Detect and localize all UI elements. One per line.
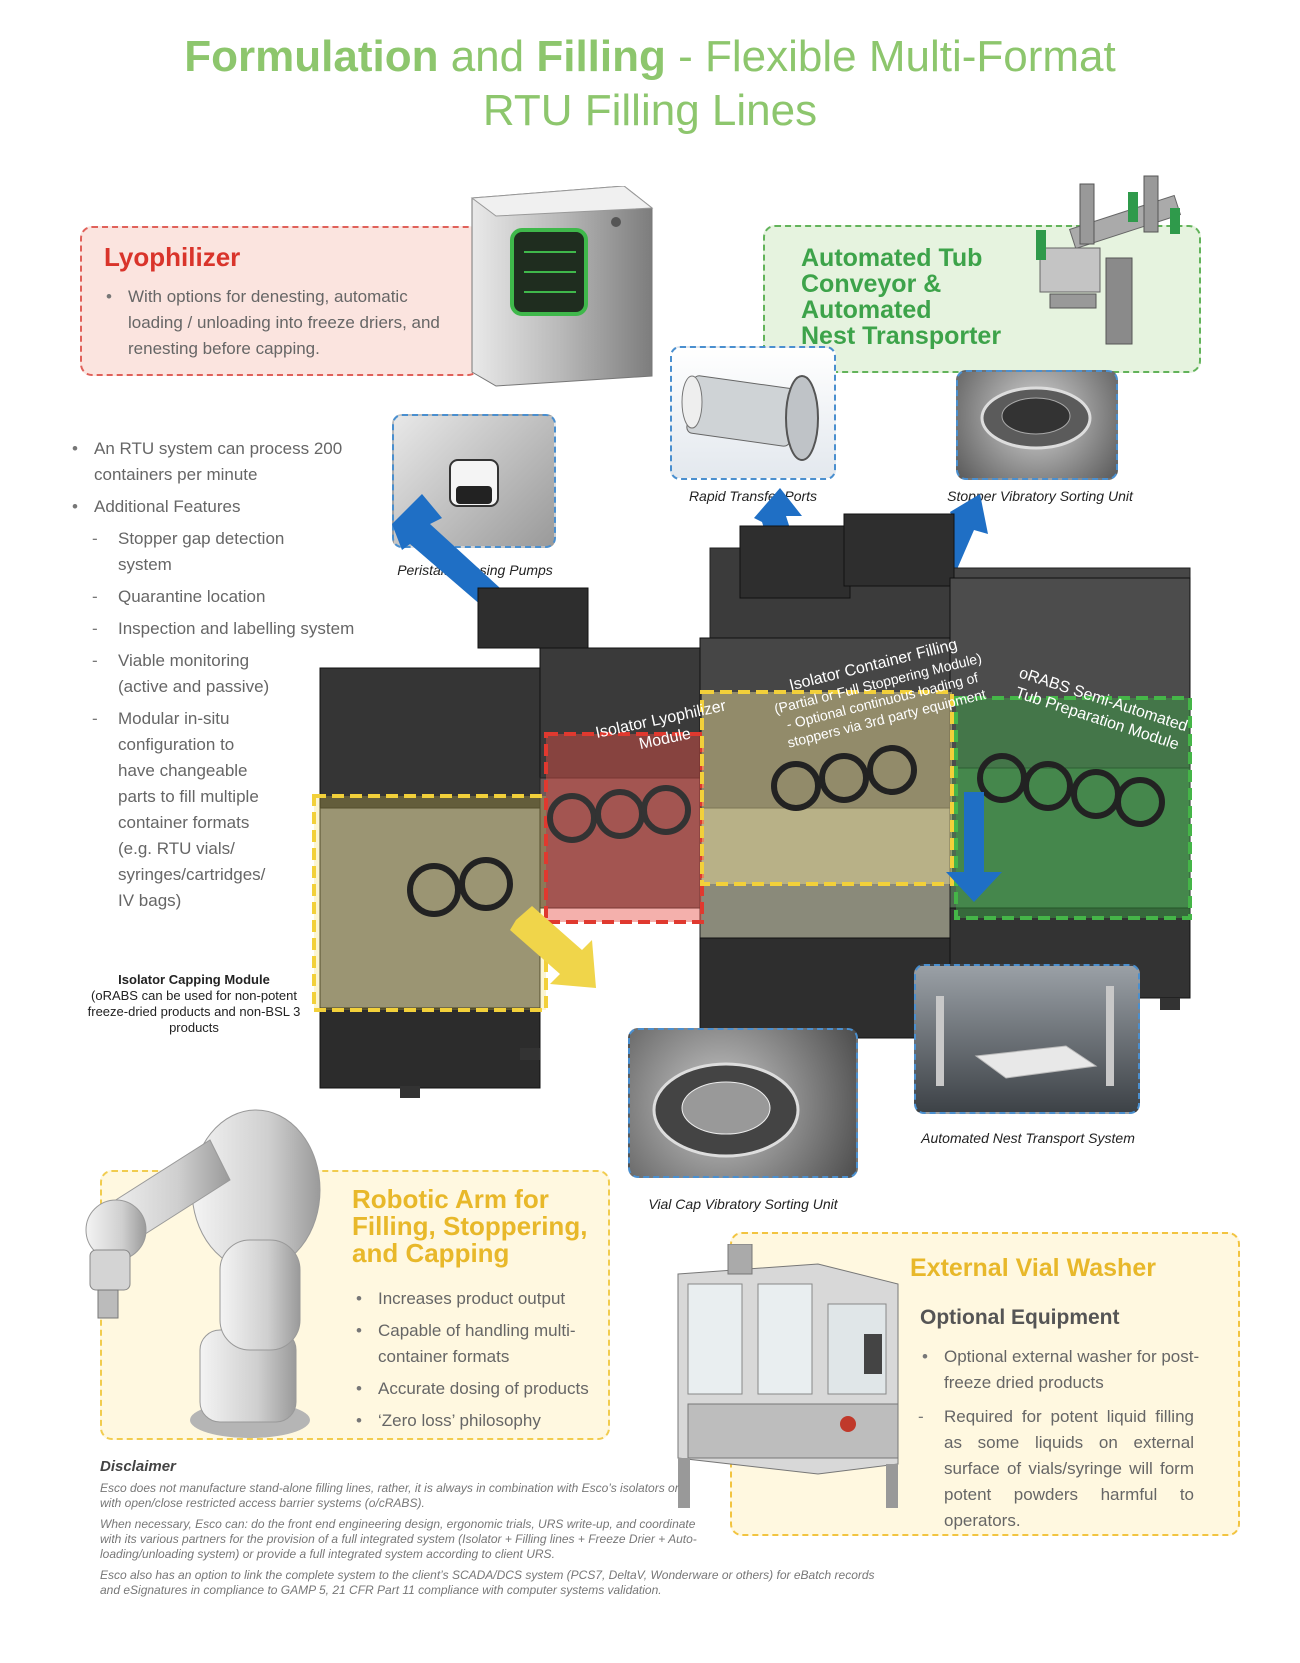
washer-subheading: Optional Equipment bbox=[920, 1306, 1120, 1329]
feature-throughput: An RTU system can process 200 containers… bbox=[68, 436, 368, 488]
capping-module-caption: Isolator Capping Module (oRABS can be us… bbox=[76, 972, 312, 1036]
robot-bullet-output: Increases product output bbox=[352, 1286, 592, 1312]
robot-line1: Robotic Arm for bbox=[352, 1184, 549, 1214]
tub-line4: Nest Transporter bbox=[801, 322, 1002, 350]
title-filling: Filling bbox=[536, 32, 666, 81]
feature-quarantine: Quarantine location bbox=[68, 584, 328, 610]
capping-title: Isolator Capping Module bbox=[118, 972, 270, 987]
caption-nest: Automated Nest Transport System bbox=[921, 1130, 1135, 1146]
tub-line2: Conveyor & bbox=[801, 270, 942, 298]
feature-additional: Additional Features bbox=[68, 494, 368, 520]
feature-viable-monitoring: Viable monitoring (active and passive) bbox=[68, 648, 278, 700]
filling-line-machine-illustration bbox=[312, 488, 1192, 1098]
vibratory-bowl-icon bbox=[980, 386, 1092, 450]
disclaimer: Disclaimer Esco does not manufacture sta… bbox=[100, 1458, 880, 1604]
pump-icon bbox=[449, 459, 499, 507]
feature-stopper-gap: Stopper gap detection system bbox=[68, 526, 328, 578]
feature-modular-config: Modular in-situ configuration to have ch… bbox=[68, 706, 268, 914]
robot-line2: Filling, Stoppering, bbox=[352, 1211, 588, 1241]
page-title: Formulation and Filling - Flexible Multi… bbox=[0, 30, 1300, 138]
features-list: An RTU system can process 200 containers… bbox=[68, 436, 368, 920]
arrow-to-pump-icon bbox=[392, 494, 500, 606]
robot-heading: Robotic Arm for Filling, Stoppering, and… bbox=[352, 1186, 587, 1267]
lyophilizer-bullet: With options for denesting, automatic lo… bbox=[102, 284, 442, 362]
disclaimer-p1: Esco does not manufacture stand-alone fi… bbox=[100, 1481, 679, 1510]
robot-arm-illustration bbox=[85, 1109, 321, 1438]
arrow-to-nest-icon bbox=[946, 792, 1002, 902]
robot-bullet-formats: Capable of handling multi-container form… bbox=[352, 1318, 592, 1370]
rtp-cylinder-icon bbox=[681, 375, 819, 461]
washer-heading: External Vial Washer bbox=[910, 1254, 1156, 1282]
feature-inspection: Inspection and labelling system bbox=[68, 616, 398, 642]
robot-bullet-zero-loss: ‘Zero loss’ philosophy bbox=[352, 1408, 592, 1434]
caption-vialcap: Vial Cap Vibratory Sorting Unit bbox=[648, 1196, 838, 1212]
washer-sub-bullet: Required for potent liquid filling as so… bbox=[894, 1404, 1194, 1534]
rapid-transfer-ports-photo bbox=[670, 346, 836, 480]
tub-line1: Automated Tub bbox=[801, 244, 983, 272]
washer-bullet: Optional external washer for post-freeze… bbox=[918, 1344, 1208, 1396]
title-rest: - Flexible Multi-Format bbox=[665, 32, 1116, 81]
robot-bullet-dosing: Accurate dosing of products bbox=[352, 1376, 592, 1402]
tub-conveyor-heading: Automated Tub Conveyor & Automated Nest … bbox=[801, 245, 1001, 349]
robot-line3: and Capping bbox=[352, 1238, 510, 1268]
title-and: and bbox=[438, 32, 537, 81]
vial-washer-illustration bbox=[677, 1244, 899, 1508]
cap-bowl-icon bbox=[652, 1062, 800, 1158]
vialcap-sorting-photo bbox=[628, 1028, 858, 1178]
disclaimer-p3: Esco also has an option to link the comp… bbox=[100, 1568, 875, 1597]
title-formulation: Formulation bbox=[184, 32, 439, 81]
lyophilizer-heading: Lyophilizer bbox=[104, 242, 241, 272]
freeze-dryer-illustration bbox=[470, 186, 654, 387]
title-line2: RTU Filling Lines bbox=[482, 86, 818, 135]
tub-line3: Automated bbox=[801, 296, 932, 324]
disclaimer-heading: Disclaimer bbox=[100, 1458, 176, 1475]
nest-transport-photo bbox=[914, 964, 1140, 1114]
disclaimer-p2: When necessary, Esco can: do the front e… bbox=[100, 1517, 697, 1561]
lyophilizer-callout: Lyophilizer With options for denesting, … bbox=[80, 226, 480, 376]
arrow-to-vialcap-icon bbox=[510, 906, 596, 988]
nest-tray-icon bbox=[936, 986, 1114, 1086]
caption-stopper: Stopper Vibratory Sorting Unit bbox=[947, 488, 1133, 504]
nest-gripper-illustration bbox=[1036, 175, 1182, 345]
stopper-sorting-photo bbox=[956, 370, 1118, 480]
robot-arm-callout: Robotic Arm for Filling, Stoppering, and… bbox=[100, 1170, 610, 1440]
capping-desc: (oRABS can be used for non-potent freeze… bbox=[87, 988, 301, 1035]
